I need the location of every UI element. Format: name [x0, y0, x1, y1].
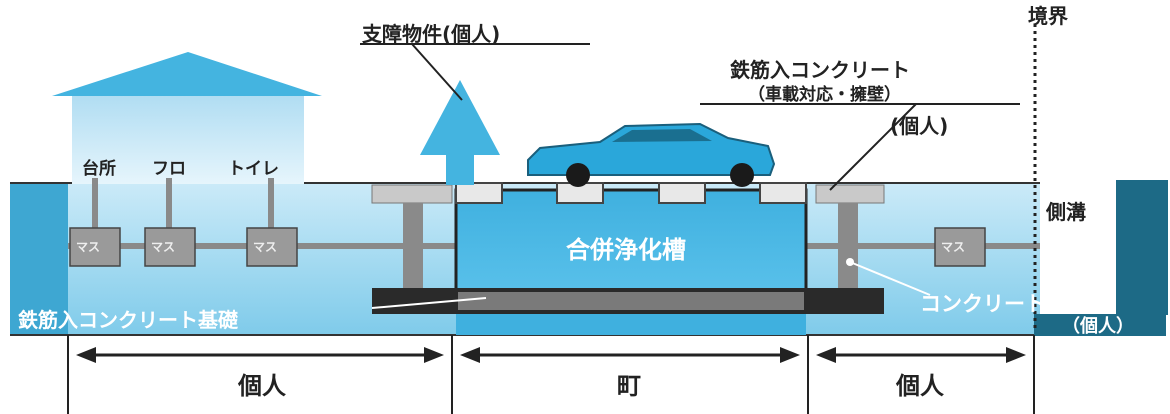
- rc-foundation-label: 鉄筋入コンクリート基礎: [18, 308, 238, 332]
- side-ditch-wall: [1116, 180, 1168, 315]
- dimension-right: [816, 347, 1026, 363]
- bath-label: フロ: [152, 159, 186, 179]
- support-post-left: [403, 203, 423, 291]
- mass-box-3: [246, 227, 298, 267]
- car-icon: [527, 122, 776, 187]
- rc-sub-label: （車載対応・擁壁）: [748, 85, 901, 105]
- left-owner-label: 個人: [238, 372, 286, 400]
- mass-label-3: マス: [253, 240, 278, 254]
- center-owner-label: 町: [617, 372, 641, 400]
- concrete-pillar-block: [1034, 314, 1166, 336]
- obstacle-label: 支障物件(個人): [362, 22, 501, 46]
- toilet-label: トイレ: [228, 159, 279, 179]
- mass-box-4: [934, 227, 986, 267]
- kitchen-label: 台所: [82, 159, 116, 179]
- rc-owner-label: (個人): [890, 114, 949, 138]
- support-post-right: [838, 203, 858, 291]
- mass-box-2: [144, 227, 196, 267]
- house-body: [72, 92, 304, 184]
- dimension-center: [460, 347, 800, 363]
- boundary-label: 境界: [1028, 4, 1068, 28]
- mass-label-4: マス: [941, 240, 966, 254]
- right-owner-label: 個人: [896, 372, 944, 400]
- support-slab-left: [371, 184, 453, 204]
- tank-bottom: [456, 314, 806, 335]
- side-ditch-label: 側溝: [1046, 200, 1086, 224]
- septic-tank: [454, 188, 808, 292]
- ground-left-edge: [10, 183, 68, 335]
- tank-label: 合併浄化槽: [566, 236, 686, 264]
- dimension-left: [76, 347, 444, 363]
- pillar-label: コンクリート支柱: [920, 292, 1088, 316]
- pillar-owner-label: （個人）: [1062, 316, 1134, 337]
- support-slab-right: [815, 184, 885, 204]
- rc-title-label: 鉄筋入コンクリート: [730, 58, 910, 82]
- mass-label-1: マス: [76, 240, 101, 254]
- mass-box-1: [69, 227, 121, 267]
- obstacle-tree: [420, 80, 500, 155]
- drain-pipe-right: [806, 243, 1040, 249]
- mass-label-2: マス: [151, 240, 176, 254]
- house-roof: [52, 52, 322, 96]
